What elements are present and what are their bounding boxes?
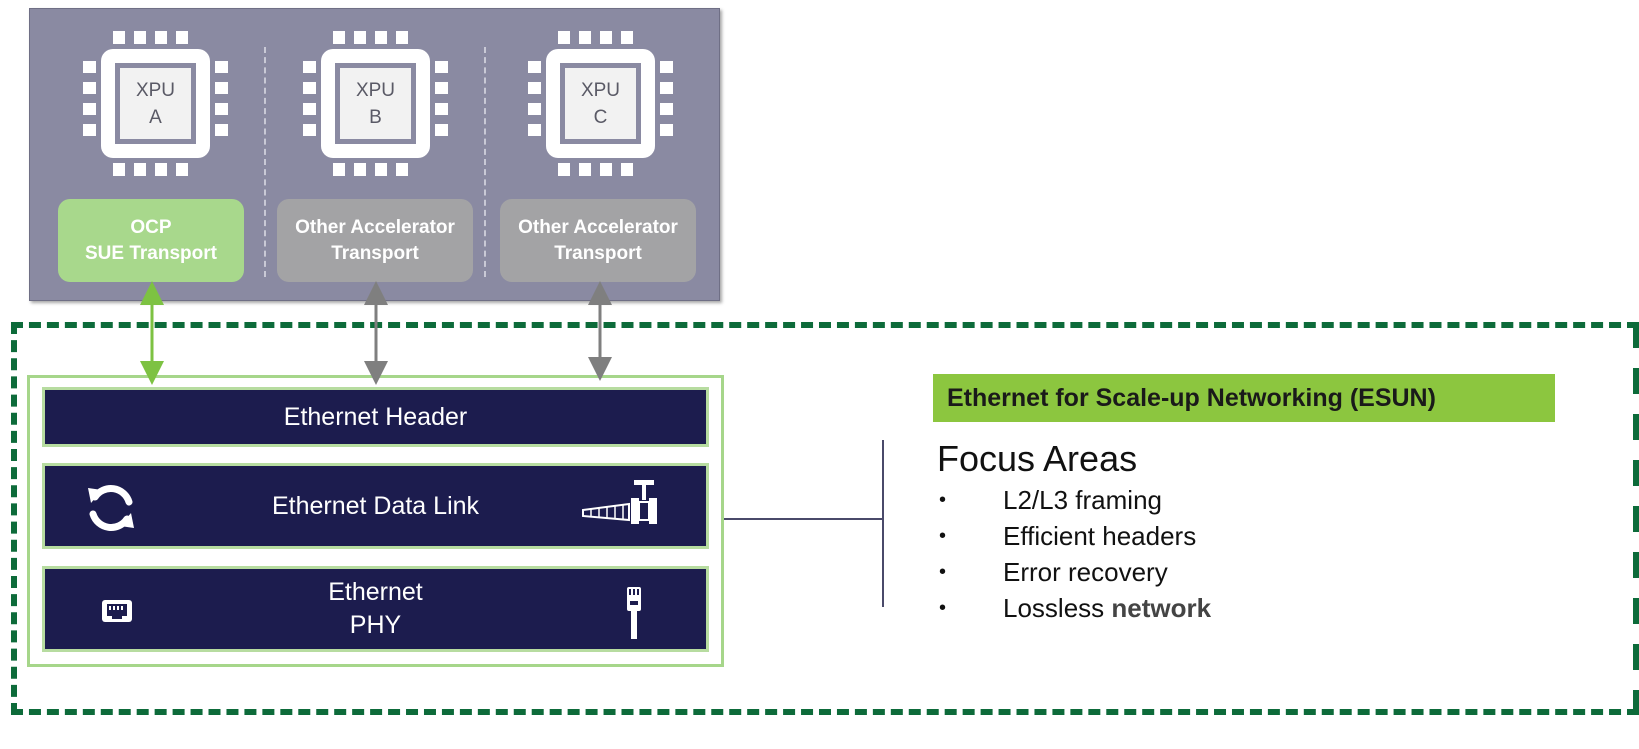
focus-item-text: Error recovery: [1003, 557, 1168, 587]
ethernet-port-icon: [101, 599, 133, 623]
xpu-label-line2: C: [593, 106, 608, 128]
ethernet-cable-icon: [623, 585, 645, 641]
xpu-label: XPU C: [528, 31, 673, 176]
esun-scope-dashed-border-right: [1633, 322, 1639, 715]
chip-icon: [528, 31, 673, 176]
separator-dashed-line: [264, 47, 266, 277]
list-item: • L2/L3 framing: [937, 482, 1211, 518]
focus-item-text: Efficient headers: [1003, 521, 1197, 551]
focus-item-text: Lossless: [1003, 593, 1105, 623]
transport-label-line2: Transport: [331, 242, 419, 264]
refresh-icon: [83, 480, 139, 536]
bullet: •: [939, 597, 947, 619]
list-item: • Efficient headers: [937, 518, 1211, 554]
xpu-panel: XPU A XPU B: [29, 8, 720, 301]
xpu-label-line2: B: [369, 106, 382, 128]
bullet: •: [939, 489, 947, 511]
xpu-chip-c: XPU C: [528, 31, 673, 176]
xpu-label-line1: XPU: [135, 79, 176, 101]
ethernet-phy-label-line2: PHY: [349, 611, 402, 639]
transport-label-line1: Other Accelerator: [295, 216, 455, 238]
list-item: • Lossless network: [937, 590, 1211, 626]
transport-label-line2: SUE Transport: [85, 242, 217, 264]
other-accelerator-transport-box-c: Other Accelerator Transport: [500, 199, 696, 282]
ethernet-phy-label-line1: Ethernet: [328, 578, 423, 606]
xpu-label-line2: A: [149, 106, 162, 128]
network-valve-icon: [579, 476, 669, 532]
xpu-label-line1: XPU: [355, 79, 396, 101]
ethernet-header-label: Ethernet Header: [283, 402, 468, 431]
esun-title-bar: Ethernet for Scale-up Networking (ESUN): [933, 374, 1555, 422]
focus-areas-list: • L2/L3 framing • Efficient headers • Error…: [937, 482, 1211, 626]
transport-label-line1: Other Accelerator: [518, 216, 678, 238]
xpu-label: XPU B: [303, 31, 448, 176]
separator-dashed-line: [484, 47, 486, 277]
other-accelerator-transport-box-b: Other Accelerator Transport: [277, 199, 473, 282]
xpu-chip-b: XPU B: [303, 31, 448, 176]
esun-scope-dashed-border: [11, 322, 1639, 715]
chip-icon: [83, 31, 228, 176]
chip-icon: [303, 31, 448, 176]
bullet: •: [939, 561, 947, 583]
list-item: • Error recovery: [937, 554, 1211, 590]
xpu-label-line1: XPU: [580, 79, 621, 101]
xpu-chip-a: XPU A: [83, 31, 228, 176]
ethernet-data-link-layer: Ethernet Data Link: [42, 463, 709, 549]
ocp-sue-transport-box: OCP SUE Transport: [58, 199, 244, 282]
xpu-label: XPU A: [83, 31, 228, 176]
focus-item-bold-text: network: [1111, 593, 1212, 623]
ethernet-phy-layer: Ethernet PHY: [42, 566, 709, 652]
transport-label-line1: OCP: [130, 216, 172, 238]
ethernet-phy-label: Ethernet PHY: [328, 576, 423, 642]
bullet: •: [939, 525, 947, 547]
focus-areas-heading: Focus Areas: [937, 438, 1138, 479]
transport-label-line2: Transport: [554, 242, 642, 264]
ethernet-data-link-label: Ethernet Data Link: [271, 491, 480, 520]
ethernet-header-layer: Ethernet Header: [42, 387, 709, 447]
ethernet-stack: Ethernet Header Ethernet Data Link: [27, 375, 724, 667]
esun-title: Ethernet for Scale-up Networking (ESUN): [947, 383, 1436, 412]
focus-item-text: L2/L3 framing: [1003, 485, 1162, 515]
